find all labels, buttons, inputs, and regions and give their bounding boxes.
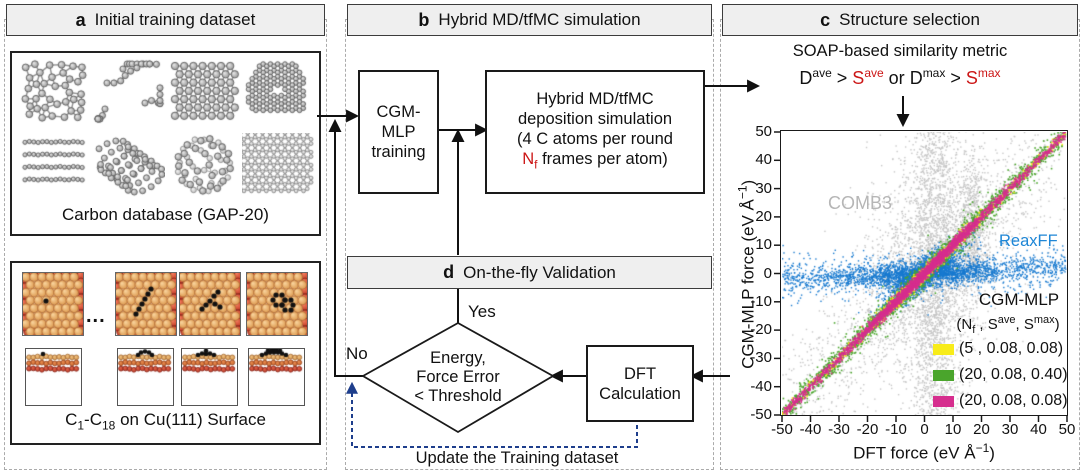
panel-a-title: Initial training dataset <box>94 10 256 29</box>
cu111-top-view <box>115 272 177 336</box>
carbon-structure-thumbnail <box>93 133 165 199</box>
comb3-series-label: COMB3 <box>828 193 893 213</box>
cu111-side-view <box>117 348 174 406</box>
x-tick-label: -20 <box>856 421 879 438</box>
carbon-structure-thumbnail <box>242 59 314 125</box>
cgm-mlp-training-box: CGM- MLP training <box>358 70 439 194</box>
panel-b-tag: b <box>418 9 430 30</box>
legend-entry-label: (20, 0.08, 0.08) <box>959 392 1068 409</box>
cu111-top-view <box>179 272 241 336</box>
scatter-plot-canvas <box>782 132 1067 415</box>
cu111-side-view <box>181 348 238 406</box>
arrow-no-loop <box>328 118 363 377</box>
cu111-side-view <box>248 348 305 406</box>
cu111-side-view <box>25 348 82 406</box>
legend-title: CGM-MLP <box>978 290 1060 309</box>
y-tick-label: 40 <box>755 151 772 169</box>
panel-a-header: a Initial training dataset <box>6 4 325 36</box>
x-tick-label: 20 <box>973 421 990 438</box>
y-tick-label: 0 <box>763 264 772 282</box>
legend-swatch-green <box>933 369 954 381</box>
carbon-structure-thumbnail <box>18 59 90 125</box>
y-tick-label: 30 <box>755 179 772 197</box>
y-tick-label: -20 <box>750 321 772 339</box>
cu111-top-view <box>22 272 84 336</box>
panel-c-tag: c <box>820 9 831 30</box>
x-tick-label: 30 <box>1001 421 1019 438</box>
yes-label: Yes <box>468 302 496 321</box>
y-tick-label: 20 <box>755 207 772 225</box>
cu111-top-view <box>246 272 308 336</box>
x-tick-label: -40 <box>799 421 822 438</box>
legend-swatch-magenta <box>933 395 954 407</box>
carbon-structure-thumbnail <box>242 133 314 199</box>
cu-surface-caption: C1-C18 on Cu(111) Surface <box>65 410 266 433</box>
x-tick-label: 10 <box>944 421 962 438</box>
y-tick-label: 50 <box>755 123 772 140</box>
arrow-update-training-dataset <box>346 381 638 448</box>
carbon-database-caption: Carbon database (GAP-20) <box>62 205 269 224</box>
deposition-simulation-box: Hybrid MD/tfMC deposition simulation (4 … <box>485 70 705 194</box>
carbon-structure-thumbnail <box>93 59 165 125</box>
panel-d-title: On-the-fly Validation <box>463 262 616 282</box>
cu-surface-box: ... C1-C18 on Cu(111) Surface <box>10 261 321 445</box>
dft-calculation-box: DFT Calculation <box>586 345 694 422</box>
y-tick-label: -10 <box>750 292 772 310</box>
y-tick-label: 10 <box>755 236 772 254</box>
axis-ticks <box>774 131 1068 422</box>
legend-entry-label: (5 , 0.08, 0.08) <box>959 340 1064 357</box>
legend-swatch-yellow <box>933 343 954 355</box>
x-tick-label: 0 <box>920 421 929 438</box>
legend-subtitle: (Nf , Save, Smax) <box>956 314 1060 336</box>
legend-entry: (20, 0.08, 0.08) <box>933 392 1068 410</box>
panel-a-tag: a <box>75 9 86 30</box>
panel-c-title: Structure selection <box>839 10 980 29</box>
panel-b-title: Hybrid MD/tfMC simulation <box>438 10 641 29</box>
x-tick-label: 50 <box>1058 421 1076 438</box>
ellipsis-label: ... <box>86 305 106 327</box>
x-tick-label: -30 <box>828 421 850 438</box>
y-tick-label: -40 <box>750 377 772 395</box>
panel-c-header: c Structure selection <box>722 4 1078 36</box>
soap-metric-label: SOAP-based similarity metric <box>792 42 1008 60</box>
reaxff-series-label: ReaxFF <box>999 232 1058 250</box>
decision-diamond <box>361 321 555 434</box>
x-axis-label: DFT force (eV Å−1) <box>853 441 995 463</box>
panel-b-header: b Hybrid MD/tfMC simulation <box>347 4 712 36</box>
x-tick-label: -10 <box>885 421 907 438</box>
legend-entry: (5 , 0.08, 0.08) <box>933 340 1063 358</box>
update-training-label: Update the Training dataset <box>415 449 619 467</box>
diamond-condition-text: Energy, Force Error < Threshold <box>414 349 502 405</box>
panel-d-header: d On-the-fly Validation <box>347 256 712 289</box>
legend-entry-label: (20, 0.08, 0.40) <box>959 366 1068 383</box>
carbon-structure-thumbnail <box>168 133 240 199</box>
carbon-structure-thumbnail <box>168 59 240 125</box>
carbon-structure-thumbnail <box>18 133 90 199</box>
panel-d-tag: d <box>443 262 455 282</box>
legend-entry: (20, 0.08, 0.40) <box>933 366 1068 384</box>
similarity-formula: Dave > Save or Dmax > Smax <box>799 66 1001 88</box>
y-tick-label: -30 <box>750 349 772 367</box>
no-label: No <box>346 344 368 363</box>
x-tick-label: -50 <box>771 421 793 438</box>
x-tick-label: 40 <box>1030 421 1047 438</box>
y-tick-label: -50 <box>750 406 772 423</box>
carbon-database-box: Carbon database (GAP-20) <box>10 51 321 236</box>
